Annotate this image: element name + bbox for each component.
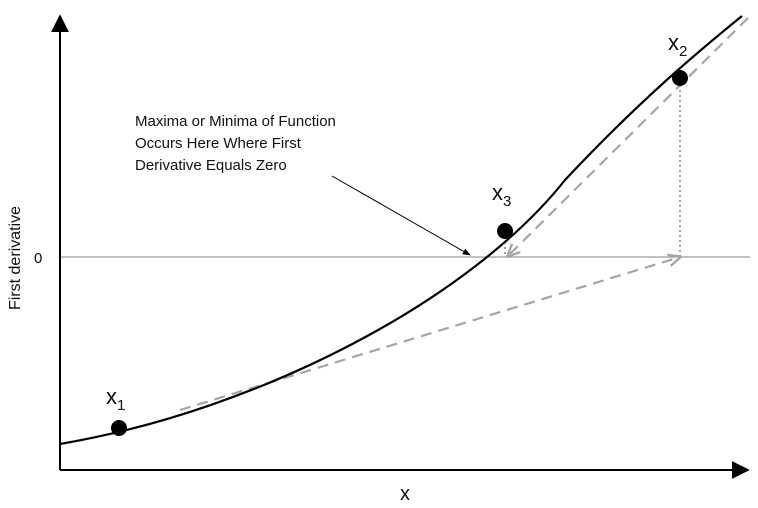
x-axis-label: x <box>400 483 410 505</box>
label-x2: x2 <box>668 30 687 60</box>
dashed-arrow-x1-to-zero <box>179 257 680 412</box>
label-x3: x3 <box>492 180 511 210</box>
dashed-arrow-x2-to-zero <box>508 17 749 256</box>
annotation-pointer <box>331 175 471 256</box>
label-x1: x1 <box>106 384 125 414</box>
point-x3 <box>497 223 513 239</box>
zero-tick-label: 0 <box>34 250 42 267</box>
y-axis-label: First derivative <box>7 206 24 310</box>
annotation-line-2: Occurs Here Where First <box>135 135 302 152</box>
annotation-line-1: Maxima or Minima of Function <box>135 113 336 130</box>
point-x1 <box>111 420 127 436</box>
annotation-line-3: Derivative Equals Zero <box>135 157 287 174</box>
first-derivative-curve <box>59 15 743 446</box>
point-x2 <box>672 70 688 86</box>
